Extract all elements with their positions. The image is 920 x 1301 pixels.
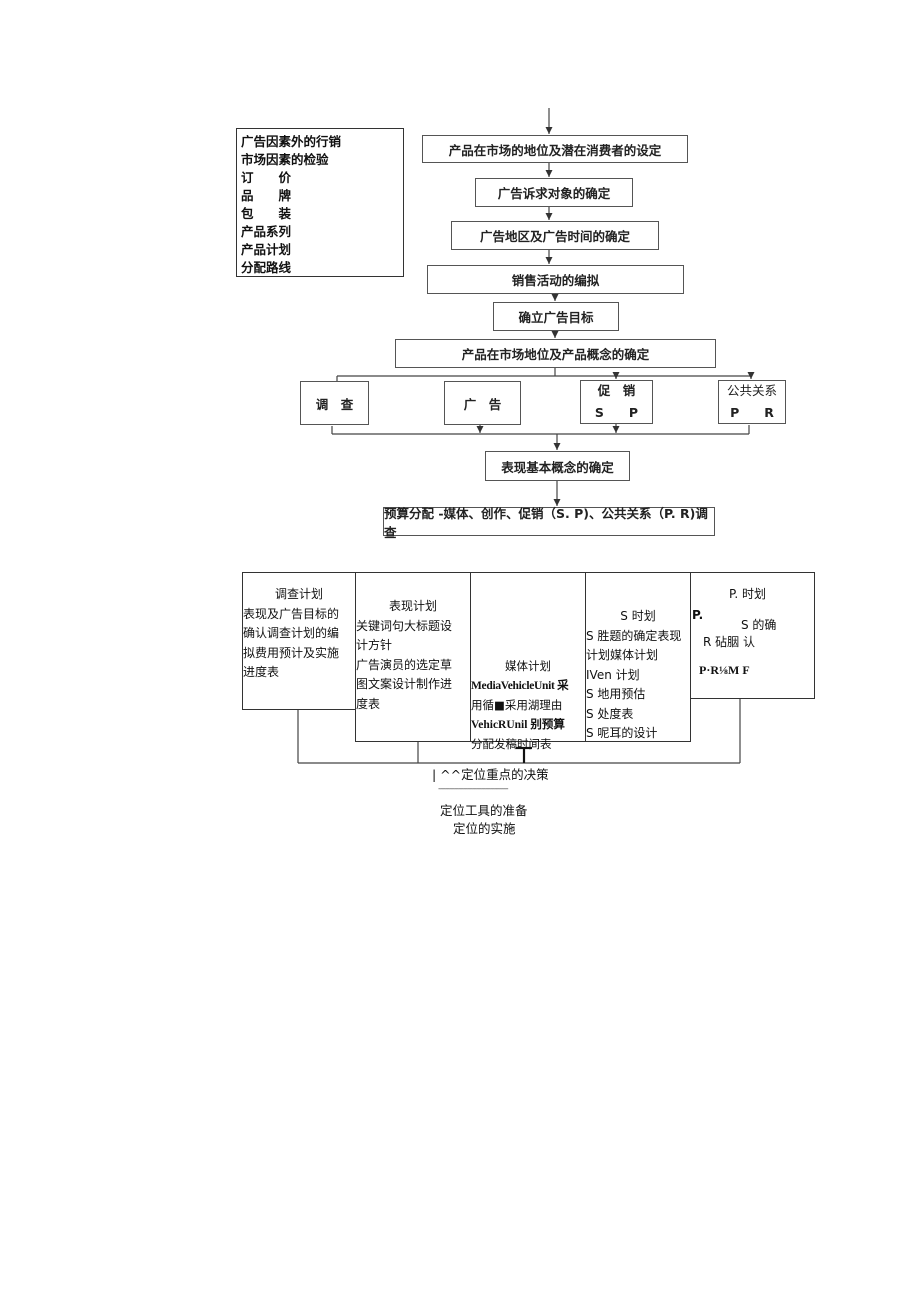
factor-item: 产品计划 bbox=[241, 242, 292, 257]
cell-line: R 砧胭 认 bbox=[703, 635, 755, 649]
marketing-factors-box: 广告因素外的行销 市场因素的检验 订 价 品 牌 包 装 产品系列 产品计划 分… bbox=[236, 128, 404, 277]
divider: ------------------------------- bbox=[438, 784, 509, 794]
branch-sales-promotion: 促 销 S P bbox=[580, 380, 653, 424]
cell-line: IVen 计划 bbox=[586, 667, 640, 682]
cell-line: 用循■采用湖理由 bbox=[471, 698, 563, 712]
cell-line: 拟费用预计及实施 bbox=[243, 645, 340, 660]
branch-research: 调 查 bbox=[300, 381, 369, 425]
factor-item: 品 牌 bbox=[241, 188, 292, 203]
cell-line: S 呢耳的设计 bbox=[586, 726, 658, 740]
factor-item: 订 价 bbox=[241, 170, 292, 185]
cell-line: 计方针 bbox=[356, 638, 393, 652]
media-plan-cell: 媒体计划 MediaVehicleUnit 采 用循■采用湖理由 VehicRU… bbox=[470, 572, 586, 751]
cell-title: S 时划 bbox=[620, 609, 656, 623]
cell-line: S 地用预估 bbox=[586, 687, 646, 701]
cell-line: S 处度表 bbox=[586, 706, 634, 721]
cell-line: 关键词句大标题设 bbox=[356, 618, 453, 633]
branch-sublabel: P R bbox=[730, 405, 774, 420]
cell-line: 广告演员的选定草 bbox=[356, 657, 453, 672]
factor-item: 包 装 bbox=[241, 206, 292, 221]
positioning-tools: 定位工具的准备 bbox=[440, 803, 528, 818]
branch-label: 广 告 bbox=[463, 396, 502, 412]
sp-plan-cell: S 时划 S 胜题的确定表现 计划媒体计划 IVen 计划 S 地用预估 S 处… bbox=[585, 572, 691, 742]
cell-line: P. 时划 bbox=[729, 587, 766, 601]
positioning-decision: | ^^定位重点的决策 bbox=[432, 767, 549, 782]
cell-line: P·R⅛M F bbox=[699, 663, 750, 677]
branch-label: 促 销 bbox=[597, 383, 636, 398]
pr-plan-cell: P. 时划 P. S 的确 R 砧胭 认 P·R⅛M F bbox=[690, 572, 815, 699]
concept-box: 表现基本概念的确定 bbox=[485, 451, 630, 481]
cell-line: S 的确 bbox=[741, 618, 777, 632]
factor-item: 产品系列 bbox=[241, 224, 292, 239]
expression-plan-cell: 表现计划 关键词句大标题设 计方针 广告演员的选定草 图文案设计制作进 度表 bbox=[355, 572, 471, 742]
cell-line: VehicRUnil 别预算 bbox=[471, 718, 565, 731]
branch-label: 调 查 bbox=[315, 396, 354, 412]
cell-line: 表现及广告目标的 bbox=[243, 606, 340, 621]
cell-title: 媒体计划 bbox=[505, 659, 551, 673]
cell-line: 度表 bbox=[356, 696, 381, 711]
cell-line: 图文案设计制作进 bbox=[356, 677, 453, 691]
cell-line: P. bbox=[692, 608, 704, 622]
research-plan-cell: 调查计划 表现及广告目标的 确认调查计划的编 拟费用预计及实施 进度表 bbox=[242, 572, 356, 710]
flow-step: 产品在市场地位及产品概念的确定 bbox=[395, 339, 716, 368]
flow-step: 广告诉求对象的确定 bbox=[475, 178, 633, 207]
cell-line: MediaVehicleUnit 采 bbox=[471, 679, 569, 692]
factor-item: 分配路线 bbox=[241, 260, 292, 275]
budget-box: 预算分配 -媒体、创作、促销（S. P)、公共关系（P. R)调查 bbox=[383, 506, 715, 540]
branch-advertising: 广 告 bbox=[444, 381, 521, 425]
branch-public-relations: 公共关系 P R bbox=[718, 380, 786, 424]
cell-line: 进度表 bbox=[243, 665, 280, 679]
cell-line: 分配发稿时间表 bbox=[471, 737, 552, 751]
flow-step: 广告地区及广告时间的确定 bbox=[451, 221, 659, 250]
cell-title: 表现计划 bbox=[388, 599, 437, 613]
factor-item: 市场因素的检验 bbox=[241, 152, 329, 167]
branch-label: 公共关系 bbox=[726, 383, 777, 398]
cell-title: 调查计划 bbox=[274, 587, 323, 601]
cell-line: 确认调查计划的编 bbox=[243, 626, 340, 640]
positioning-implementation: 定位的实施 bbox=[453, 821, 516, 836]
flow-step: 确立广告目标 bbox=[493, 302, 619, 331]
cell-line: S 胜题的确定表现 bbox=[586, 628, 682, 643]
flow-step: 销售活动的编拟 bbox=[427, 265, 684, 294]
factor-item: 广告因素外的行销 bbox=[241, 134, 342, 149]
branch-sublabel: S P bbox=[594, 405, 639, 420]
cell-line: 计划媒体计划 bbox=[586, 648, 659, 662]
flow-step: 产品在市场的地位及潜在消费者的设定 bbox=[422, 135, 688, 163]
